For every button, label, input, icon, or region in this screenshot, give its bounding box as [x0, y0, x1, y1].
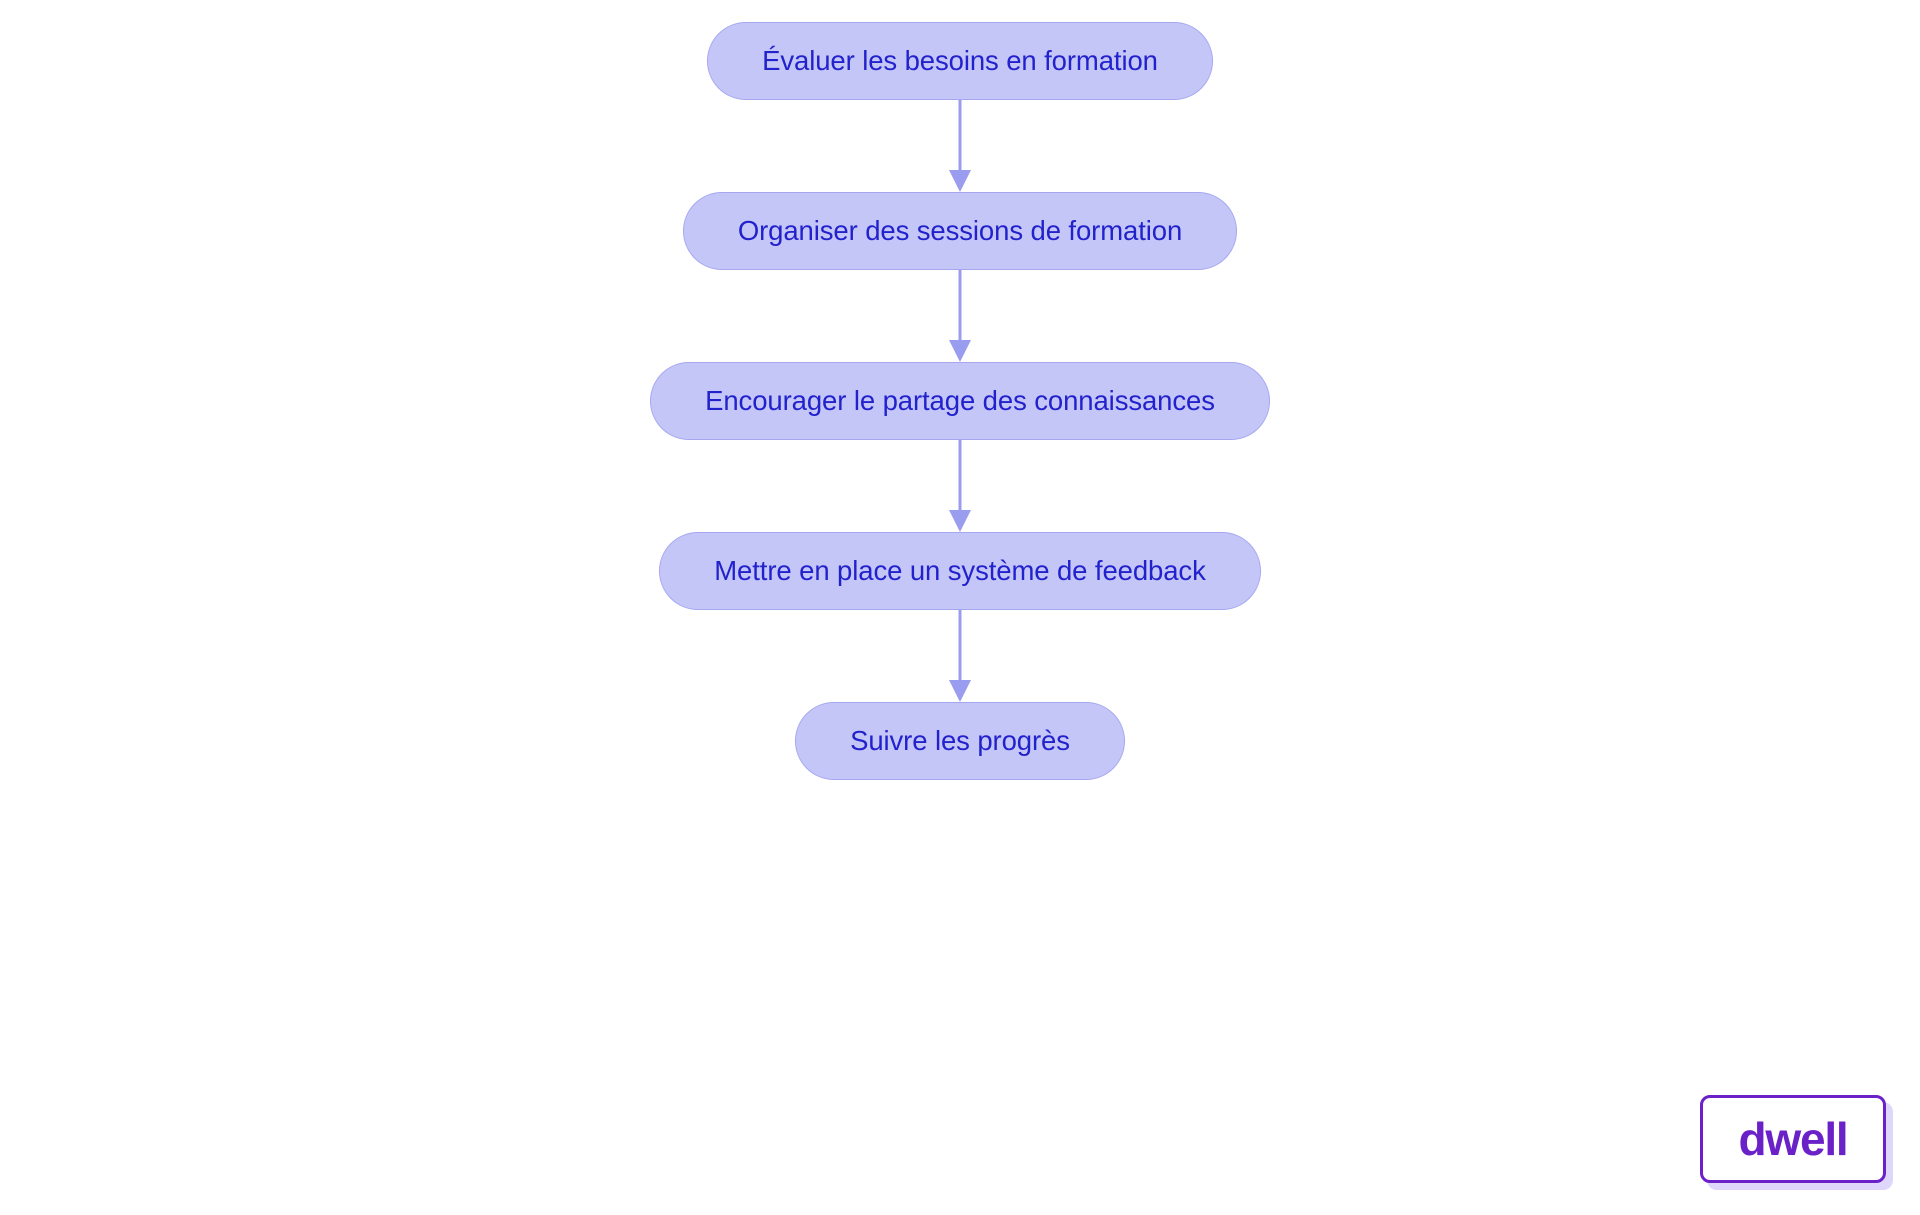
- flow-node-5-label: Suivre les progrès: [850, 725, 1070, 757]
- flowchart-node-stack: Évaluer les besoins en formation Organis…: [0, 22, 1920, 780]
- flow-node-2[interactable]: Organiser des sessions de formation: [682, 192, 1238, 270]
- flow-node-5[interactable]: Suivre les progrès: [795, 702, 1125, 780]
- arrow-head-down-icon: [949, 680, 971, 702]
- flow-node-4-label: Mettre en place un système de feedback: [714, 555, 1206, 587]
- edge-line: [958, 270, 962, 344]
- edge-line: [958, 440, 962, 514]
- edge-line: [958, 610, 962, 684]
- flow-node-1[interactable]: Évaluer les besoins en formation: [707, 22, 1213, 100]
- dwell-watermark-badge: dwell: [1700, 1095, 1886, 1183]
- flow-edge-2-to-3: [947, 270, 973, 362]
- dwell-wordmark: dwell: [1738, 1113, 1848, 1165]
- flow-node-4[interactable]: Mettre en place un système de feedback: [659, 532, 1261, 610]
- flow-node-3[interactable]: Encourager le partage des connaissances: [650, 362, 1270, 440]
- flow-edge-3-to-4: [947, 440, 973, 532]
- edge-line: [958, 100, 962, 174]
- flow-node-2-label: Organiser des sessions de formation: [737, 215, 1183, 247]
- flow-edge-1-to-2: [947, 100, 973, 192]
- arrow-head-down-icon: [949, 340, 971, 362]
- flow-edge-4-to-5: [947, 610, 973, 702]
- flow-node-3-label: Encourager le partage des connaissances: [705, 385, 1215, 417]
- flow-node-1-label: Évaluer les besoins en formation: [762, 45, 1158, 77]
- arrow-head-down-icon: [949, 510, 971, 532]
- arrow-head-down-icon: [949, 170, 971, 192]
